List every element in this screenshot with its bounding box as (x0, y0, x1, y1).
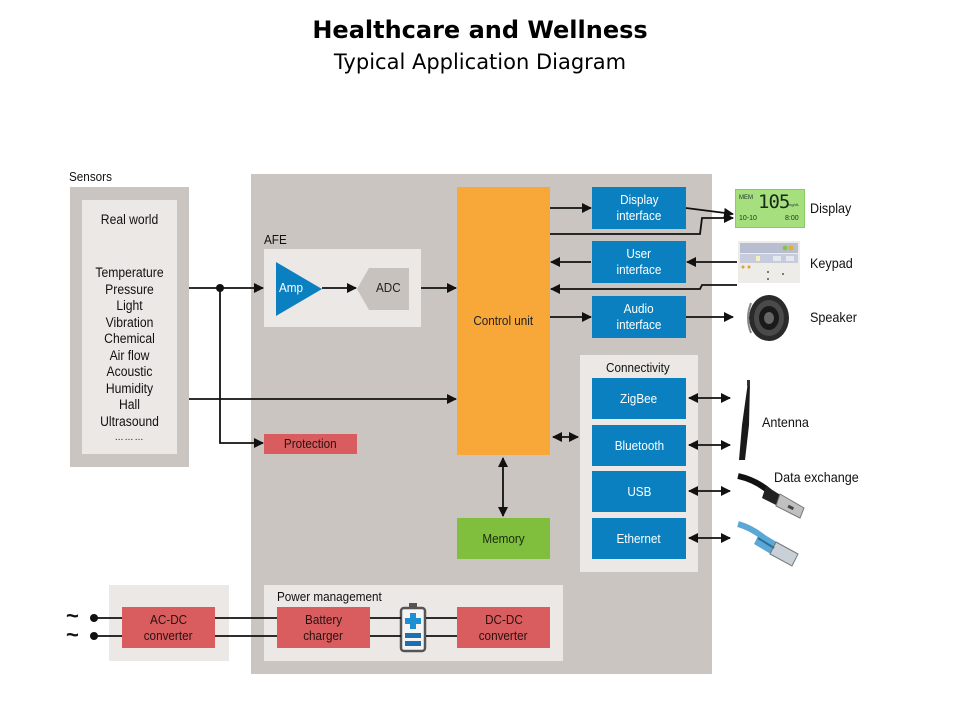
zigbee-block: ZigBee (592, 378, 686, 419)
battery-charger-block: Battery charger (277, 607, 370, 648)
ac-terminal-bottom (90, 632, 98, 640)
dc-dc-line2: converter (479, 627, 528, 643)
ac-dc-line1: AC-DC (149, 611, 188, 627)
amp-label: Amp (279, 280, 304, 295)
amp-triangle (276, 262, 322, 316)
control-unit-block: Control unit (457, 187, 550, 455)
bluetooth-block: Bluetooth (592, 425, 686, 466)
usb-label: USB (626, 483, 652, 499)
display-interface-line1: Display (619, 192, 659, 207)
ethernet-label: Ethernet (616, 530, 662, 546)
bluetooth-label: Bluetooth (614, 437, 664, 453)
lcd-value: 105 (758, 191, 790, 213)
sensor-item: Temperature (95, 265, 164, 280)
ethernet-block: Ethernet (592, 518, 686, 559)
battery-charger-line2: charger (303, 627, 344, 643)
protection-block: Protection (264, 434, 357, 454)
dc-dc-converter-block: DC-DC converter (457, 607, 550, 648)
user-interface-line2: interface (616, 262, 662, 277)
adc-label: ADC (376, 280, 401, 295)
user-interface-block: User interface (592, 241, 686, 283)
sensor-item: Humidity (105, 380, 154, 396)
ac-symbol-top: ~ (66, 603, 79, 628)
zigbee-label: ZigBee (620, 390, 658, 406)
sensor-item: Light (116, 298, 143, 313)
sensor-item: Acoustic (106, 364, 153, 379)
speaker-device-label: Speaker (810, 309, 857, 325)
user-interface-line1: User (626, 246, 652, 261)
memory-block: Memory (457, 518, 550, 559)
lcd-mem: MEM (739, 195, 753, 201)
sensor-list: Temperature Pressure Light Vibration Che… (82, 265, 177, 447)
audio-interface-line1: Audio (624, 301, 654, 316)
data-exchange-label: Data exchange (774, 469, 859, 485)
afe-label: AFE (264, 232, 287, 247)
audio-interface-line2: interface (616, 317, 662, 332)
ac-terminal-top (90, 614, 98, 622)
ac-dc-line2: converter (144, 627, 193, 643)
power-management-label: Power management (277, 589, 382, 604)
display-interface-line2: interface (616, 208, 662, 223)
sensors-label: Sensors (69, 169, 112, 184)
antenna-icon (739, 380, 750, 460)
protection-label: Protection (284, 436, 337, 451)
keypad-icon (738, 241, 800, 283)
ac-dc-converter-block: AC-DC converter (122, 607, 215, 648)
sensors-inner-panel (82, 200, 177, 454)
speaker-icon (747, 295, 789, 341)
memory-label: Memory (482, 530, 525, 546)
antenna-device-label: Antenna (762, 414, 809, 430)
real-world-label: Real world (100, 212, 159, 227)
ac-symbol-bottom: ~ (66, 622, 79, 647)
control-unit-label: Control unit (473, 313, 534, 328)
usb-cable-icon (737, 473, 805, 519)
battery-icon (399, 603, 427, 653)
keypad-device-label: Keypad (810, 255, 853, 271)
connectivity-label: Connectivity (606, 360, 670, 375)
battery-charger-line1: Battery (304, 611, 343, 627)
sensors-real-world-heading: Real world (82, 212, 177, 229)
display-device-label: Display (810, 200, 852, 216)
sensor-item: Pressure (105, 281, 154, 297)
sensor-item: Vibration (105, 314, 154, 330)
ethernet-cable-icon (737, 521, 799, 567)
page-subtitle: Typical Application Diagram (333, 50, 627, 74)
display-interface-block: Display interface (592, 187, 686, 229)
lcd-date: 10-10 (739, 215, 757, 222)
sensor-item: Hall (119, 397, 140, 412)
usb-block: USB (592, 471, 686, 512)
lcd-display-icon: MEM 105 mg/dL 10-10 8:00 (735, 189, 805, 228)
sensor-item: Ultrasound (100, 413, 159, 429)
dc-dc-line1: DC-DC (484, 611, 523, 627)
sensor-item: Chemical (104, 331, 155, 346)
junction-dot (216, 284, 224, 292)
audio-interface-block: Audio interface (592, 296, 686, 338)
adc-block (357, 268, 409, 310)
sensor-item: ……… (114, 432, 145, 443)
lcd-time: 8:00 (785, 215, 799, 222)
sensor-item: Air flow (109, 347, 150, 363)
lcd-unit: mg/dL (788, 202, 800, 207)
page-title: Healthcare and Wellness (312, 16, 648, 44)
